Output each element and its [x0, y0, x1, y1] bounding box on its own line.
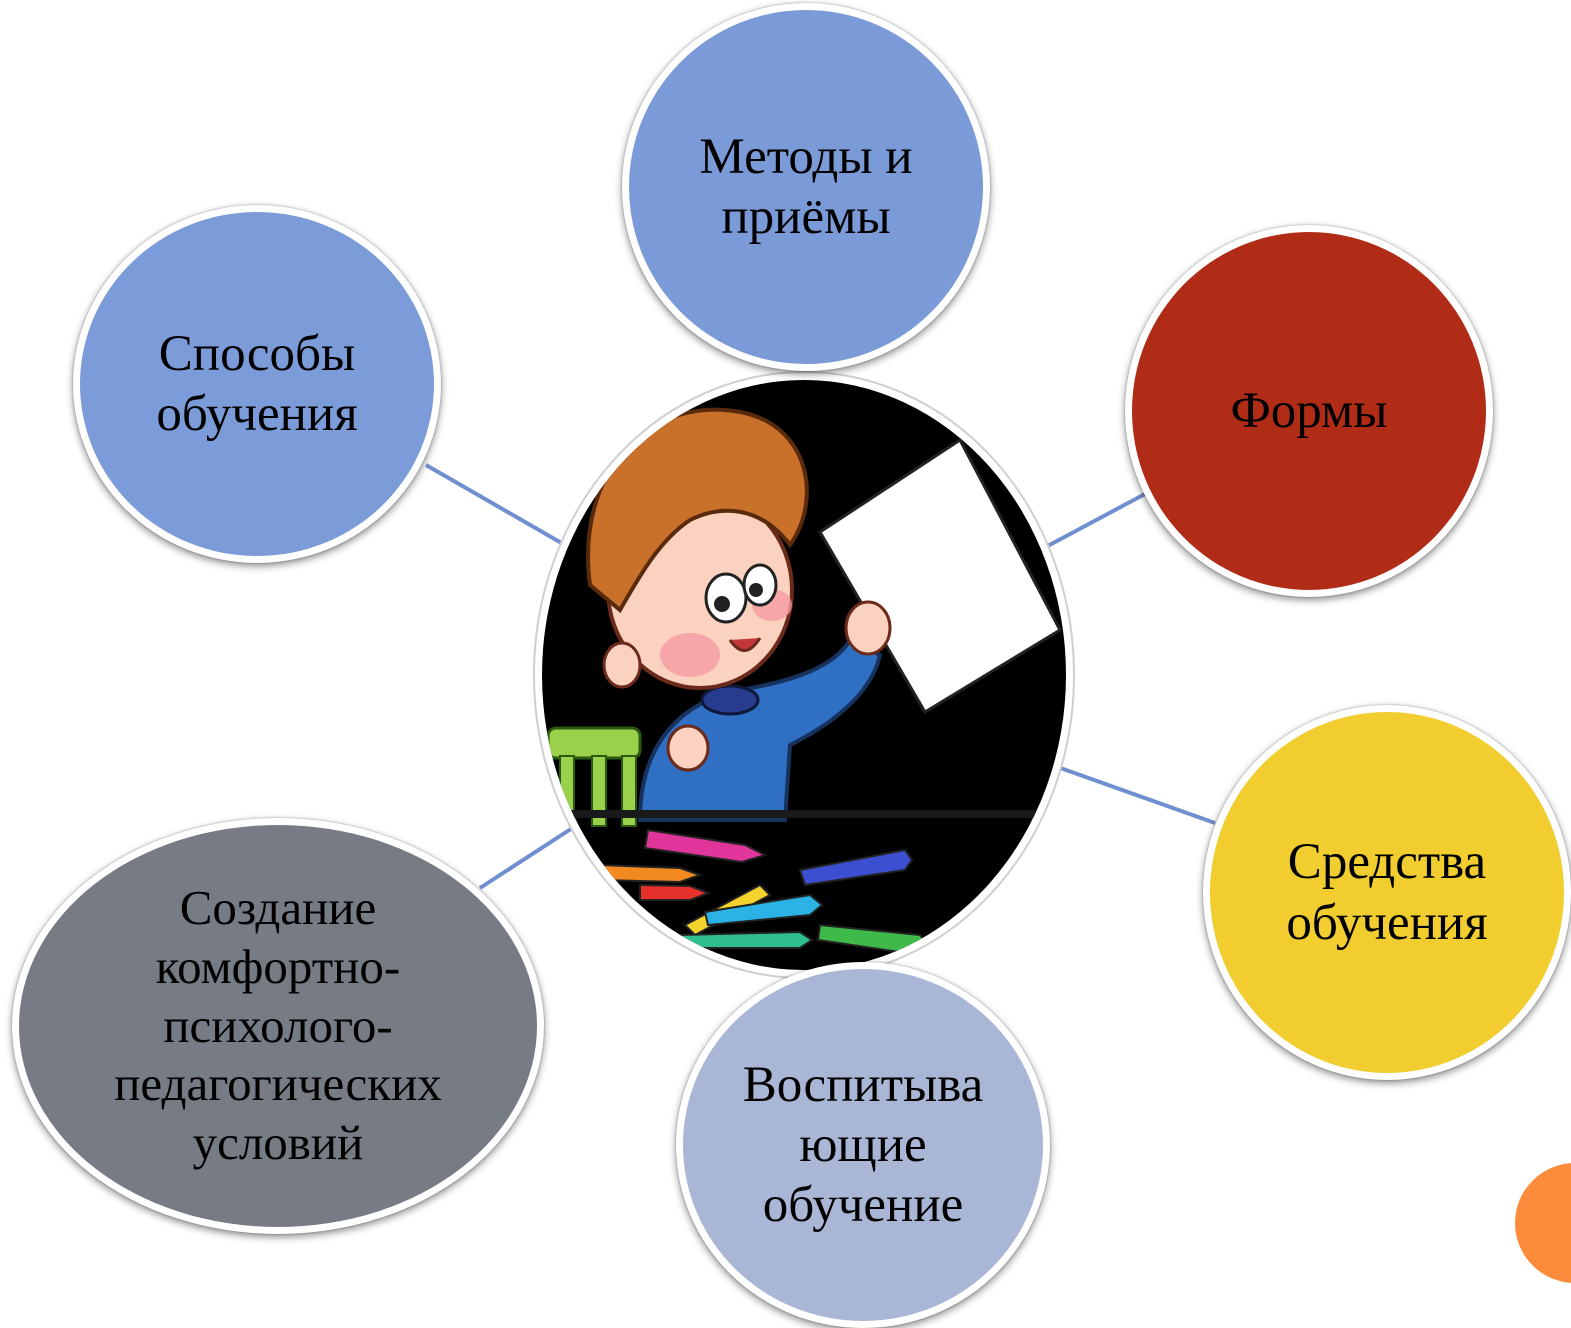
connector-lines: [425, 463, 1216, 890]
center-illustration: [533, 371, 1075, 979]
connector-means: [1051, 763, 1216, 825]
node-upbringing: Воспитыва ющие обучение: [676, 962, 1050, 1328]
connector-comfort: [478, 823, 579, 890]
node-upbringing-label: Воспитыва ющие обучение: [742, 1056, 984, 1234]
node-forms-label: Формы: [1230, 382, 1388, 439]
connector-forms: [1041, 492, 1146, 551]
node-comfort-label: Создание комфортно- психолого- педагогич…: [114, 880, 442, 1171]
node-ways-label: Способы обучения: [156, 325, 358, 442]
node-ways: Способы обучения: [73, 205, 441, 563]
node-means-label: Средства обучения: [1286, 834, 1488, 951]
node-methods-label: Методы и приёмы: [699, 128, 913, 245]
connector-ways: [425, 463, 566, 547]
node-forms: Формы: [1125, 225, 1493, 597]
node-comfort: Создание комфортно- психолого- педагогич…: [12, 818, 544, 1234]
node-methods: Методы и приёмы: [622, 3, 990, 371]
node-means: Средства обучения: [1203, 705, 1571, 1080]
